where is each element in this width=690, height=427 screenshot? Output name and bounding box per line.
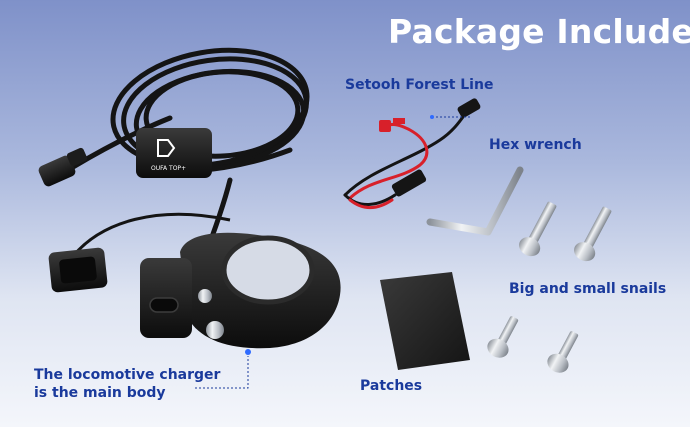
label-snails: Big and small snails [509, 281, 667, 297]
cable-tag: OUFA TOP+ [151, 165, 186, 172]
clamp-screw [198, 289, 212, 303]
usb-c-port [149, 297, 179, 313]
sae-plug [38, 147, 88, 187]
inline-fuse [391, 169, 427, 197]
label-forest-line: Setooh Forest Line [345, 77, 494, 93]
rubber-cap [48, 247, 108, 293]
label-patches: Patches [360, 378, 423, 394]
forest-line-cable [343, 108, 470, 209]
page-title: Package Included [388, 12, 690, 51]
big-screw-2 [574, 206, 612, 262]
charger-main-body [140, 232, 341, 355]
indicator-dot [245, 349, 251, 355]
small-screw-1 [487, 316, 519, 358]
fuse-box: OUFA TOP+ [136, 128, 212, 178]
forest-sae-plug [457, 98, 481, 118]
label-main-body-line2: is the main body [34, 385, 166, 401]
small-screw-2 [547, 331, 579, 373]
label-main-body-line1: The locomotive charger [34, 367, 221, 383]
label-main-body: The locomotive charger is the main body [34, 366, 220, 402]
patch [380, 272, 470, 370]
main-body-leader-line [195, 356, 249, 389]
hex-wrench [426, 166, 524, 236]
big-screw-1 [519, 201, 557, 257]
label-hex-wrench: Hex wrench [489, 137, 582, 153]
ring-terminal [379, 118, 405, 132]
cap-strap [68, 212, 231, 261]
